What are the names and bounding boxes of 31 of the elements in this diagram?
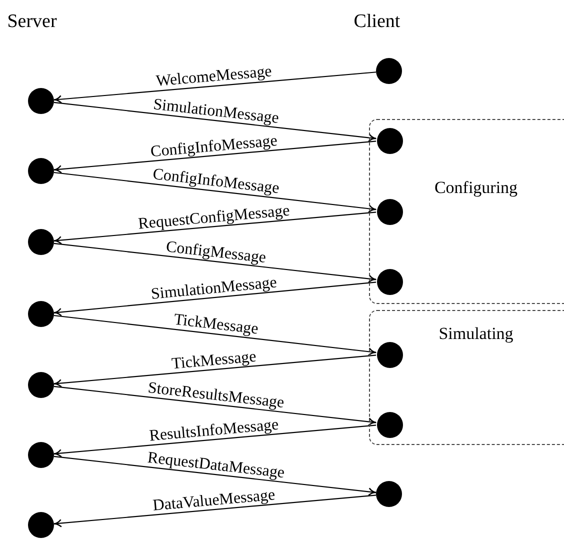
edge-label: ResultsInfoMessage	[148, 416, 280, 444]
group-label: Configuring	[434, 178, 518, 198]
circle-node	[28, 229, 54, 255]
circle-node	[28, 512, 54, 538]
edge-label: ConfigInfoMessage	[150, 132, 278, 160]
group-label: Simulating	[438, 324, 514, 344]
state-group	[369, 310, 564, 445]
column-heading: Server	[7, 11, 57, 33]
circle-node	[28, 301, 54, 327]
edge-label: TickMessage	[173, 312, 260, 338]
circle-node	[377, 342, 403, 368]
edge-label: RequestConfigMessage	[138, 202, 291, 232]
circle-node	[28, 442, 54, 468]
edge-label: SimulationMessage	[150, 274, 278, 302]
edge-label: DataValueMessage	[152, 487, 276, 514]
edge-label: ConfigMessage	[165, 239, 267, 266]
state-group	[369, 119, 564, 304]
edge-label: WelcomeMessage	[156, 64, 273, 90]
circle-node	[376, 58, 402, 84]
circle-node	[377, 128, 403, 154]
circle-node	[377, 269, 403, 295]
edge-label: ConfigInfoMessage	[152, 166, 280, 198]
edge-label: TickMessage	[171, 348, 258, 372]
circle-node	[377, 199, 403, 225]
circle-node	[28, 158, 54, 184]
circle-node	[377, 412, 403, 438]
column-heading: Client	[354, 11, 400, 33]
circle-node	[376, 481, 402, 507]
circle-node	[28, 88, 54, 114]
circle-node	[28, 372, 54, 398]
edge-label: SimulationMessage	[152, 96, 280, 127]
